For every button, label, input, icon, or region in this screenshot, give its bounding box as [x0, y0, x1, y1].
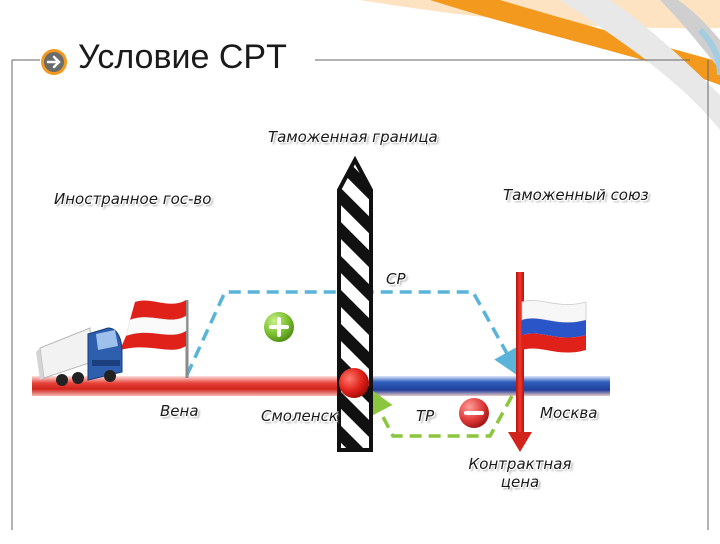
austria-flag-icon	[120, 300, 189, 378]
vienna-label: Вена	[160, 402, 199, 420]
slide-frame	[11, 59, 709, 530]
slide-title: Условие CPT	[78, 38, 287, 76]
customs-border-label: Таможенная граница	[268, 128, 438, 146]
contract-price-arrow	[508, 272, 532, 452]
contract-price-line1: Контрактная	[468, 455, 572, 473]
minus-icon	[459, 398, 489, 428]
road-union-segment	[350, 376, 610, 396]
smolensk-label: Смоленск	[261, 407, 338, 425]
tr-label: ТР	[416, 407, 435, 425]
border-point-marker	[339, 368, 369, 398]
sr-label: СР	[386, 270, 406, 288]
corner-swoosh-decoration	[360, 0, 720, 130]
contract-price-line2: цена	[500, 473, 540, 491]
moscow-label: Москва	[540, 404, 598, 422]
plus-icon	[264, 312, 294, 342]
foreign-state-label: Иностранное гос-во	[54, 190, 212, 208]
truck-icon	[36, 327, 123, 386]
customs-union-label: Таможенный союз	[503, 186, 649, 204]
tr-route-path	[367, 386, 514, 438]
russia-flag-icon	[521, 300, 587, 353]
barrier-post-icon	[337, 155, 373, 452]
arrow-bullet-icon	[41, 49, 67, 75]
contract-price-label: Контрактная цена	[460, 455, 580, 491]
